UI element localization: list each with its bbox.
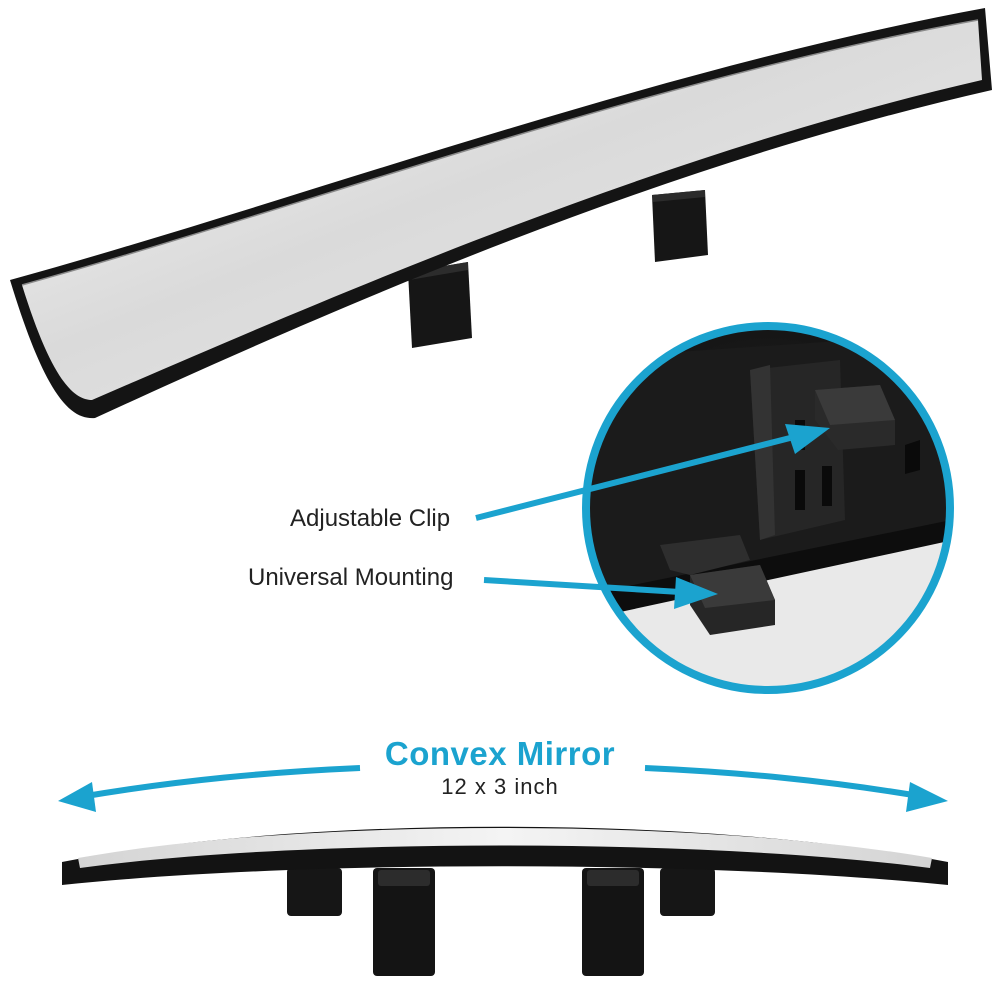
zoom-detail [582, 322, 954, 694]
mirror-top-clip-right [652, 190, 708, 262]
universal-mounting-label: Universal Mounting [248, 564, 454, 591]
mirror-side-glass [78, 828, 932, 868]
product-title: Convex Mirror [384, 735, 616, 772]
double-arrow-icon [58, 765, 948, 812]
mirror-top-clip-left [408, 262, 472, 348]
mirror-side-view [62, 826, 948, 976]
arrow-icon [475, 424, 830, 521]
adjustable-clip-label: Adjustable Clip [290, 505, 451, 532]
universal-mounting-block [660, 535, 750, 575]
mirror-top-glass [22, 20, 982, 400]
arrow-icon [483, 577, 718, 609]
mirror-top-view [10, 8, 992, 419]
zoom-circle-border [582, 322, 954, 694]
product-size: 12 x 3 inch [441, 774, 559, 799]
mirror-side-clips [287, 868, 715, 976]
